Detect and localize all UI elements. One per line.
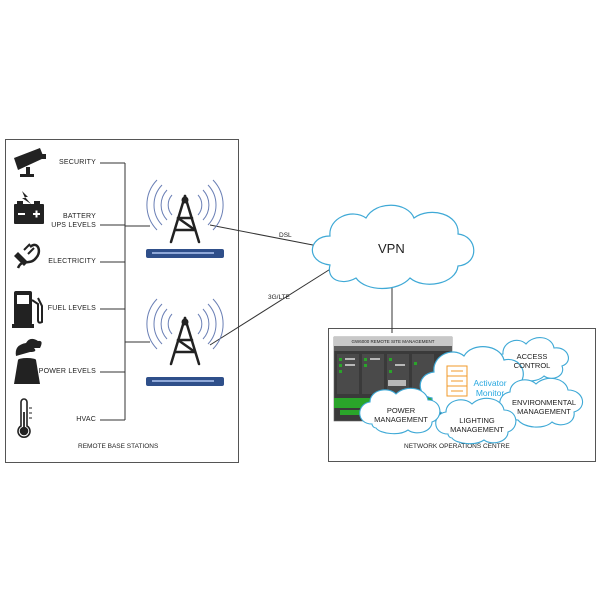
lighting-management-cloud bbox=[435, 397, 517, 445]
thermometer-icon bbox=[17, 398, 32, 438]
power-management-cloud bbox=[359, 387, 441, 435]
remote-base-stations-caption: REMOTE BASE STATIONS bbox=[78, 443, 159, 450]
sensor-connector-lines bbox=[100, 162, 150, 421]
server-icon bbox=[446, 365, 468, 397]
power-plant-icon bbox=[14, 338, 42, 384]
network-operations-centre-caption: NETWORK OPERATIONS CENTRE bbox=[404, 443, 510, 450]
cell-tower-icon-2 bbox=[146, 298, 224, 386]
power-management-label: POWER MANAGEMENT bbox=[374, 406, 428, 424]
vpn-cloud bbox=[311, 204, 475, 289]
sensor-label-electricity: ELECTRICITY bbox=[48, 258, 96, 265]
sensor-label-power: POWER LEVELS bbox=[38, 368, 96, 375]
remote-base-stations-panel bbox=[5, 139, 239, 463]
lighting-management-label: LIGHTING MANAGEMENT bbox=[450, 416, 504, 434]
activator-monitor-label: Activator Monitor bbox=[473, 378, 507, 398]
sensor-label-fuel: FUEL LEVELS bbox=[47, 305, 96, 312]
cctv-camera-icon bbox=[14, 148, 46, 177]
sensor-label-security: SECURITY bbox=[59, 159, 96, 166]
environmental-management-label: ENVIRONMENTAL MANAGEMENT bbox=[511, 398, 577, 416]
environmental-management-cloud bbox=[499, 377, 584, 428]
lte-link-label: 3G/LTE bbox=[268, 294, 290, 301]
power-plug-icon bbox=[14, 243, 41, 269]
battery-icon bbox=[14, 191, 44, 224]
dsl-link-label: DSL bbox=[279, 232, 292, 239]
network-links bbox=[209, 224, 393, 346]
vpn-label: VPN bbox=[378, 241, 405, 256]
cell-tower-icon-1 bbox=[146, 179, 224, 258]
sensor-label-hvac: HVAC bbox=[76, 416, 96, 423]
sensor-label-battery: BATTERY UPS LEVELS bbox=[51, 213, 96, 229]
access-control-label: ACCESS CONTROL bbox=[513, 352, 551, 370]
screenshot-title: GW6000 REMOTE SITE MANAGEMENT bbox=[351, 339, 435, 344]
fuel-pump-icon bbox=[12, 291, 43, 328]
